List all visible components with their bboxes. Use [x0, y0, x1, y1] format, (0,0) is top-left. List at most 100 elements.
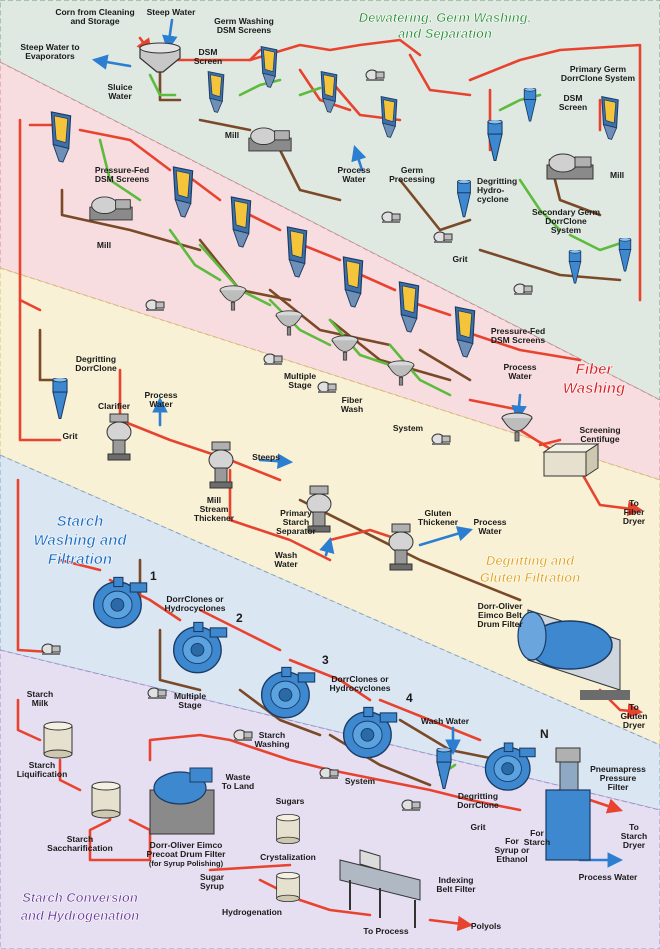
label-degritting-hydro-2: Hydro- — [477, 185, 505, 195]
label-pressure-fed-left-2: DSM Screens — [95, 174, 150, 184]
label-dorrclones-a-1: DorrClones or — [166, 594, 224, 604]
label-dsm-right-2: Screen — [559, 102, 587, 112]
label-process-water-clar-1: Process — [144, 390, 177, 400]
label-to-gluten-dryer-3: Dryer — [623, 720, 646, 730]
label-stage-n: N — [540, 727, 549, 741]
label-starch-liquification-1: Starch — [29, 760, 55, 770]
label-crystalization: Crystalization — [260, 852, 316, 862]
label-degritting-dorrclone-low-1: Degritting — [458, 791, 498, 801]
label-to-starch-dryer-3: Dryer — [623, 840, 646, 850]
label-process-water-germ-1: Process — [337, 165, 370, 175]
label-wash-water-mid-1: Wash — [275, 550, 297, 560]
label-steeps: Steeps — [252, 452, 280, 462]
label-waste-to-land-2: To Land — [222, 781, 254, 791]
label-sluice-2: Water — [108, 91, 132, 101]
label-gluten-thickener-2: Thickener — [418, 517, 459, 527]
label-fiber-wash-1: Fiber — [342, 395, 363, 405]
label-dorr-oliver-belt-3: Drum Filter — [477, 619, 523, 629]
label-degritting-dorrclone-low-2: DorrClone — [457, 800, 499, 810]
label-steep-water: Steep Water — [147, 7, 197, 17]
label-dsm-top-2: Screen — [194, 56, 222, 66]
label-wash-water-low: Wash Water — [421, 716, 470, 726]
title-starch-line1: Starch — [57, 513, 104, 530]
label-secondary-germ-1: Secondary Germ — [532, 207, 600, 217]
label-steep-evap-2: Evaporators — [25, 51, 75, 61]
label-multiple-stage-starch-2: Stage — [178, 700, 201, 710]
label-dorr-oliver-belt-1: Dorr-Oliver — [478, 601, 524, 611]
label-indexing-belt-2: Belt Filter — [436, 884, 476, 894]
label-grit-low: Grit — [470, 822, 485, 832]
label-to-starch-dryer-2: Starch — [621, 831, 647, 841]
label-stage-1: 1 — [150, 569, 157, 583]
label-sugar-syrup-2: Syrup — [200, 881, 224, 891]
label-process-water-fiber-1: Process — [503, 362, 536, 372]
label-starch-milk-2: Milk — [32, 698, 49, 708]
label-stage-3: 3 — [322, 653, 329, 667]
label-starch-saccharification-2: Saccharification — [47, 843, 113, 853]
label-process-water-low: Process Water — [579, 872, 638, 882]
label-germ-processing-2: Processing — [389, 174, 435, 184]
label-starch-washing-1: Starch — [259, 730, 285, 740]
label-for-syrup-3: Ethanol — [496, 854, 527, 864]
label-to-fiber-dryer-1: To — [629, 498, 639, 508]
label-screening-centifuge-1: Screening — [579, 425, 620, 435]
label-degritting-hydro-3: cyclone — [477, 194, 509, 204]
title-starch-line3: Filtration — [48, 551, 112, 568]
label-germ-washing-1: Germ Washing — [214, 16, 274, 26]
precoat-drum-filter — [149, 767, 215, 835]
label-to-gluten-dryer-2: Gluten — [621, 711, 648, 721]
label-for-starch-2: Starch — [524, 837, 550, 847]
label-process-water-fiber-2: Water — [508, 371, 532, 381]
label-dsm-right-1: DSM — [564, 93, 583, 103]
label-degritting-hydro-1: Degritting — [477, 176, 517, 186]
label-steep-evap-1: Steep Water to — [20, 42, 79, 52]
label-process-water-clar-2: Water — [149, 399, 173, 409]
label-starch-washing-2: Washing — [254, 739, 289, 749]
label-starch-milk-1: Starch — [27, 689, 53, 699]
title-dewatering-line1: Dewatering, Germ Washing, — [359, 10, 531, 25]
label-corn-1: Corn from Cleaning — [55, 7, 134, 17]
label-polyols: Polyols — [471, 921, 502, 931]
label-precoat-3: (for Syrup Polishing) — [149, 859, 224, 868]
label-gluten-thickener-1: Gluten — [425, 508, 452, 518]
label-fiber-wash-2: Wash — [341, 404, 363, 414]
label-grit-top: Grit — [452, 254, 467, 264]
title-fiber-line1: Fiber — [576, 361, 614, 378]
label-waste-to-land-1: Waste — [226, 772, 251, 782]
indexing-belt-filter — [339, 849, 421, 928]
label-grit-mid: Grit — [62, 431, 77, 441]
label-system-fiber: System — [393, 423, 424, 433]
label-pressure-fed-right-1: Pressure-Fed — [491, 326, 545, 336]
label-dorrclones-b-1: DorrClones or — [331, 674, 389, 684]
label-to-fiber-dryer-3: Dryer — [623, 516, 646, 526]
label-stage-4: 4 — [406, 691, 413, 705]
title-fiber-line2: Washing — [563, 380, 625, 397]
label-for-syrup-2: Syrup or — [495, 845, 531, 855]
label-stage-2: 2 — [236, 611, 243, 625]
label-sugars: Sugars — [276, 796, 305, 806]
label-process-water-germ-2: Water — [342, 174, 366, 184]
label-to-process: To Process — [363, 926, 408, 936]
label-primary-starch-2: Starch — [283, 517, 309, 527]
pneumapress-filter — [545, 747, 591, 861]
label-pneumapress-3: Filter — [608, 782, 629, 792]
label-pneumapress-1: Pneumapress — [590, 764, 646, 774]
label-secondary-germ-2: DorrClone — [545, 216, 587, 226]
label-starch-saccharification-1: Starch — [67, 834, 93, 844]
label-to-gluten-dryer-1: To — [629, 702, 639, 712]
label-germ-washing-2: DSM Screens — [217, 25, 272, 35]
label-wash-water-mid-2: Water — [274, 559, 298, 569]
label-primary-germ-2: DorrClone System — [561, 73, 636, 83]
label-indexing-belt-1: Indexing — [439, 875, 474, 885]
label-mill-fiber: Mill — [97, 240, 111, 250]
label-mill-top: Mill — [225, 130, 239, 140]
label-system-starch: System — [345, 776, 376, 786]
title-dewatering-line2: and Separation — [398, 26, 492, 41]
label-pressure-fed-left-1: Pressure-Fed — [95, 165, 149, 175]
label-mill-right: Mill — [610, 170, 624, 180]
label-dsm-top-1: DSM — [199, 47, 218, 57]
title-conversion-line2: and Hydrogenation — [21, 908, 140, 923]
label-degritting-dorrclone-top-2: DorrClone — [75, 363, 117, 373]
